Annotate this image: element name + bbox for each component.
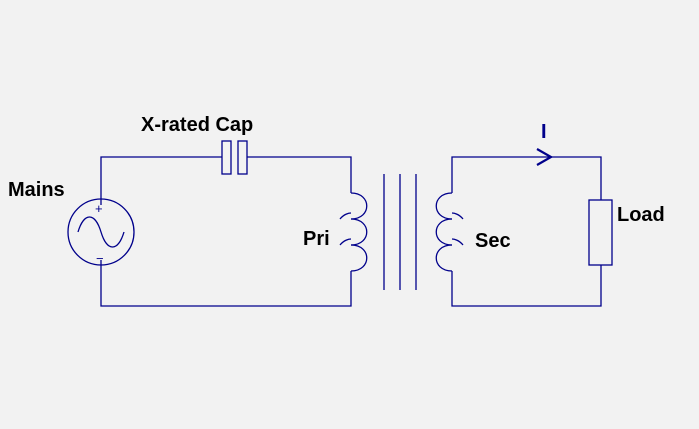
x-rated-capacitor [221,140,248,175]
primary-winding [339,192,368,272]
secondary-loop-wires [451,156,602,307]
mains-label: Mains [8,179,65,201]
primary-loop-wires [100,156,352,307]
transformer-core [383,174,417,290]
load-label: Load [617,204,665,226]
primary-label: Pri [303,228,330,250]
secondary-label: Sec [475,230,511,252]
current-arrow [536,148,554,166]
load-resistor [588,199,613,266]
capacitor-label: X-rated Cap [141,114,254,136]
current-label: I [541,121,547,143]
plus-terminal: + [95,201,103,216]
minus-terminal: − [96,251,104,266]
secondary-winding [435,192,464,272]
mains-ac-source: + − [67,198,135,266]
